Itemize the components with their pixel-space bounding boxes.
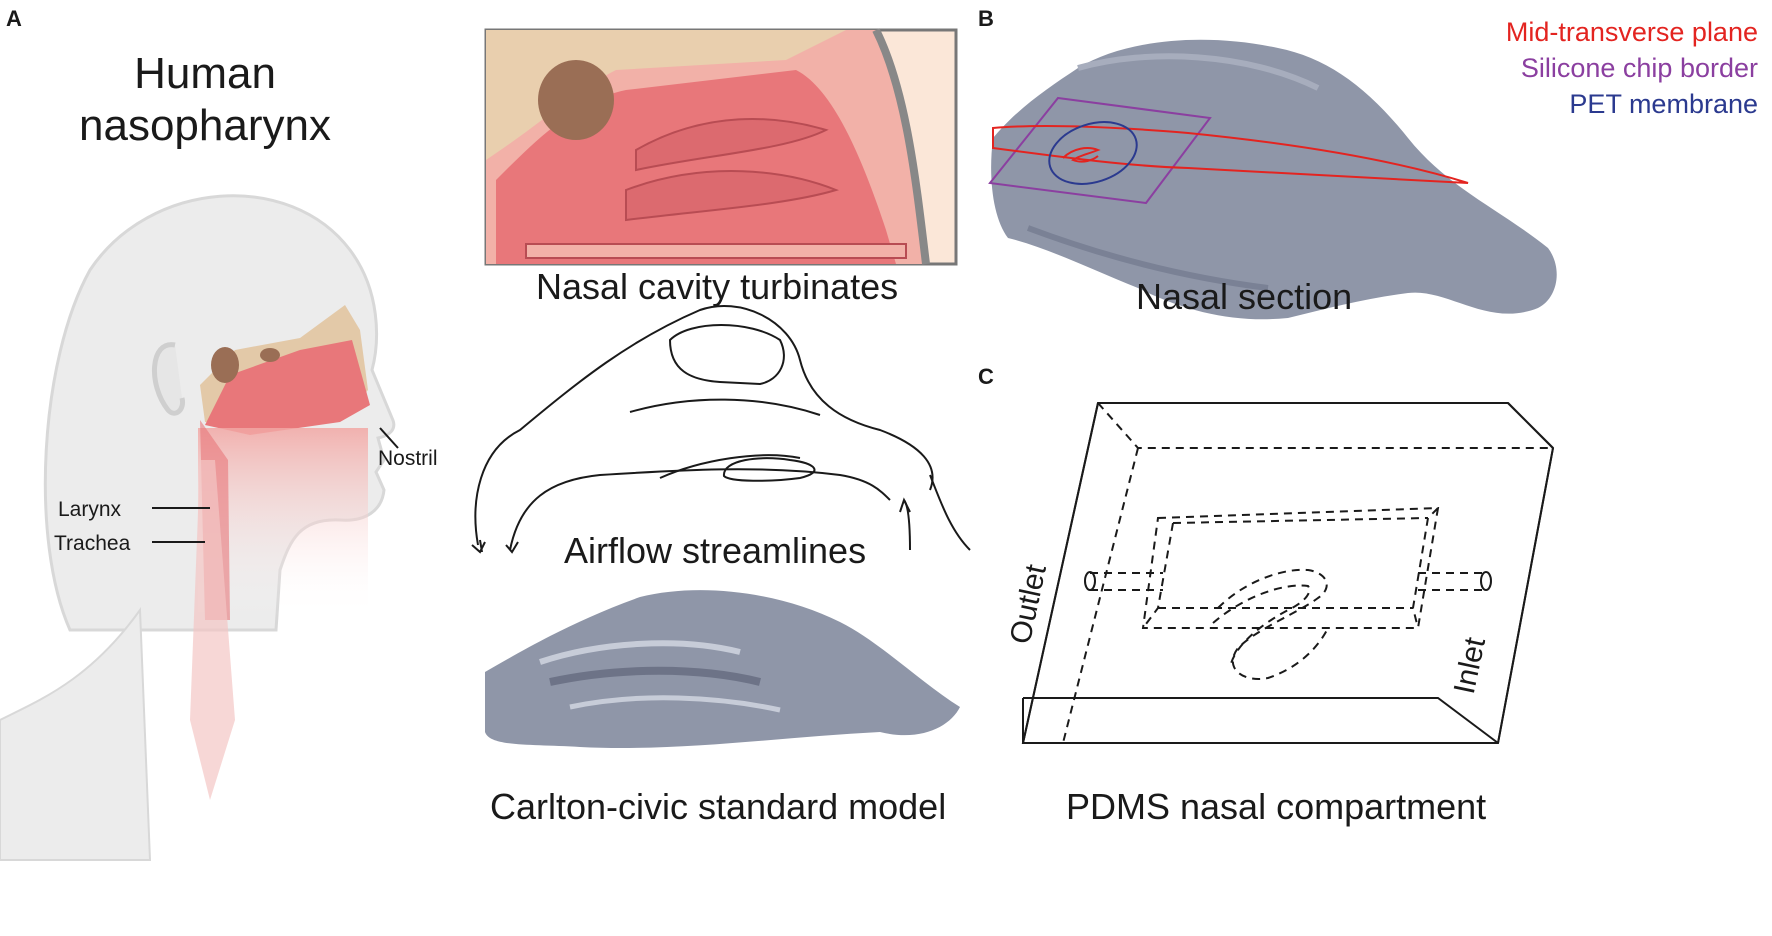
legend: Mid-transverse plane Silicone chip borde… — [1506, 14, 1758, 122]
head-illustration — [0, 194, 399, 861]
pet-membrane — [1048, 121, 1138, 185]
pdms-caption: PDMS nasal compartment — [1066, 786, 1487, 827]
legend-silicone-chip: Silicone chip border — [1520, 53, 1758, 83]
nostril-label: Nostril — [378, 447, 438, 470]
silicone-chip-border — [988, 96, 1212, 205]
ear-icon — [151, 342, 186, 416]
model-caption: Carlton-civic standard model — [490, 786, 947, 827]
neck-shoulder — [0, 607, 152, 861]
nostril-pointer — [379, 427, 399, 449]
nasal-section-surface — [988, 39, 1557, 320]
turbinates-caption: Nasal cavity turbinates — [536, 266, 899, 307]
legend-pet-membrane: PET membrane — [1569, 89, 1758, 119]
panel-a-letter: A — [6, 6, 22, 31]
panel-a-title: Human nasopharynx — [40, 48, 370, 152]
nasal-cavity — [205, 340, 370, 435]
panel-c-letter: C — [978, 364, 994, 389]
panel-b-letter: B — [978, 6, 994, 31]
pdms-compartment-diagram — [1021, 402, 1555, 744]
title-line-1: Human — [134, 49, 276, 98]
airflow-caption: Airflow streamlines — [564, 530, 867, 571]
trachea — [190, 460, 235, 800]
trachea-label: Trachea — [54, 532, 131, 555]
turbinates-illustration — [484, 28, 958, 266]
title-line-2: nasopharynx — [79, 101, 331, 150]
nasal-section-caption: Nasal section — [1136, 276, 1353, 317]
larynx-label: Larynx — [58, 498, 122, 521]
airflow-streamlines — [471, 305, 971, 554]
legend-mid-transverse: Mid-transverse plane — [1505, 17, 1758, 47]
standard-model-surface — [485, 590, 960, 749]
